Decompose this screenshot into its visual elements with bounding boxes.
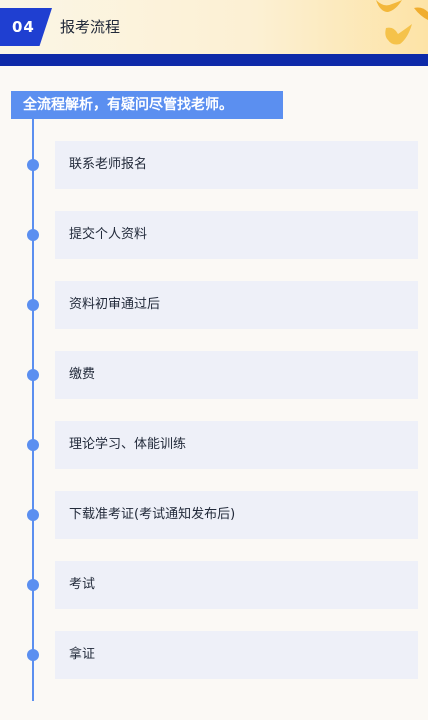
step-card: 理论学习、体能训练 [55,421,418,469]
timeline-dot [27,439,39,451]
step-card: 缴费 [55,351,418,399]
step-item: 考试 [0,561,428,609]
step-item: 拿证 [0,631,428,679]
timeline-dot [27,159,39,171]
step-item: 下载准考证(考试通知发布后) [0,491,428,539]
timeline-line [32,119,34,701]
step-card: 考试 [55,561,418,609]
step-card: 联系老师报名 [55,141,418,189]
section-title: 报考流程 [60,18,121,36]
step-item: 理论学习、体能训练 [0,421,428,469]
timeline-dot [27,649,39,661]
section-header: 04 报考流程 [0,0,428,66]
step-card: 下载准考证(考试通知发布后) [55,491,418,539]
gold-birds-decoration-icon [376,0,428,45]
step-card: 拿证 [55,631,418,679]
timeline-dot [27,509,39,521]
timeline-dot [27,229,39,241]
step-card: 资料初审通过后 [55,281,418,329]
step-item: 提交个人资料 [0,211,428,259]
process-banner: 全流程解析，有疑问尽管找老师。 [11,91,283,119]
timeline-dot [27,369,39,381]
timeline-dot [27,299,39,311]
step-item: 联系老师报名 [0,141,428,189]
timeline-dot [27,579,39,591]
step-item: 资料初审通过后 [0,281,428,329]
step-item: 缴费 [0,351,428,399]
step-card: 提交个人资料 [55,211,418,259]
header-panel [0,0,428,54]
